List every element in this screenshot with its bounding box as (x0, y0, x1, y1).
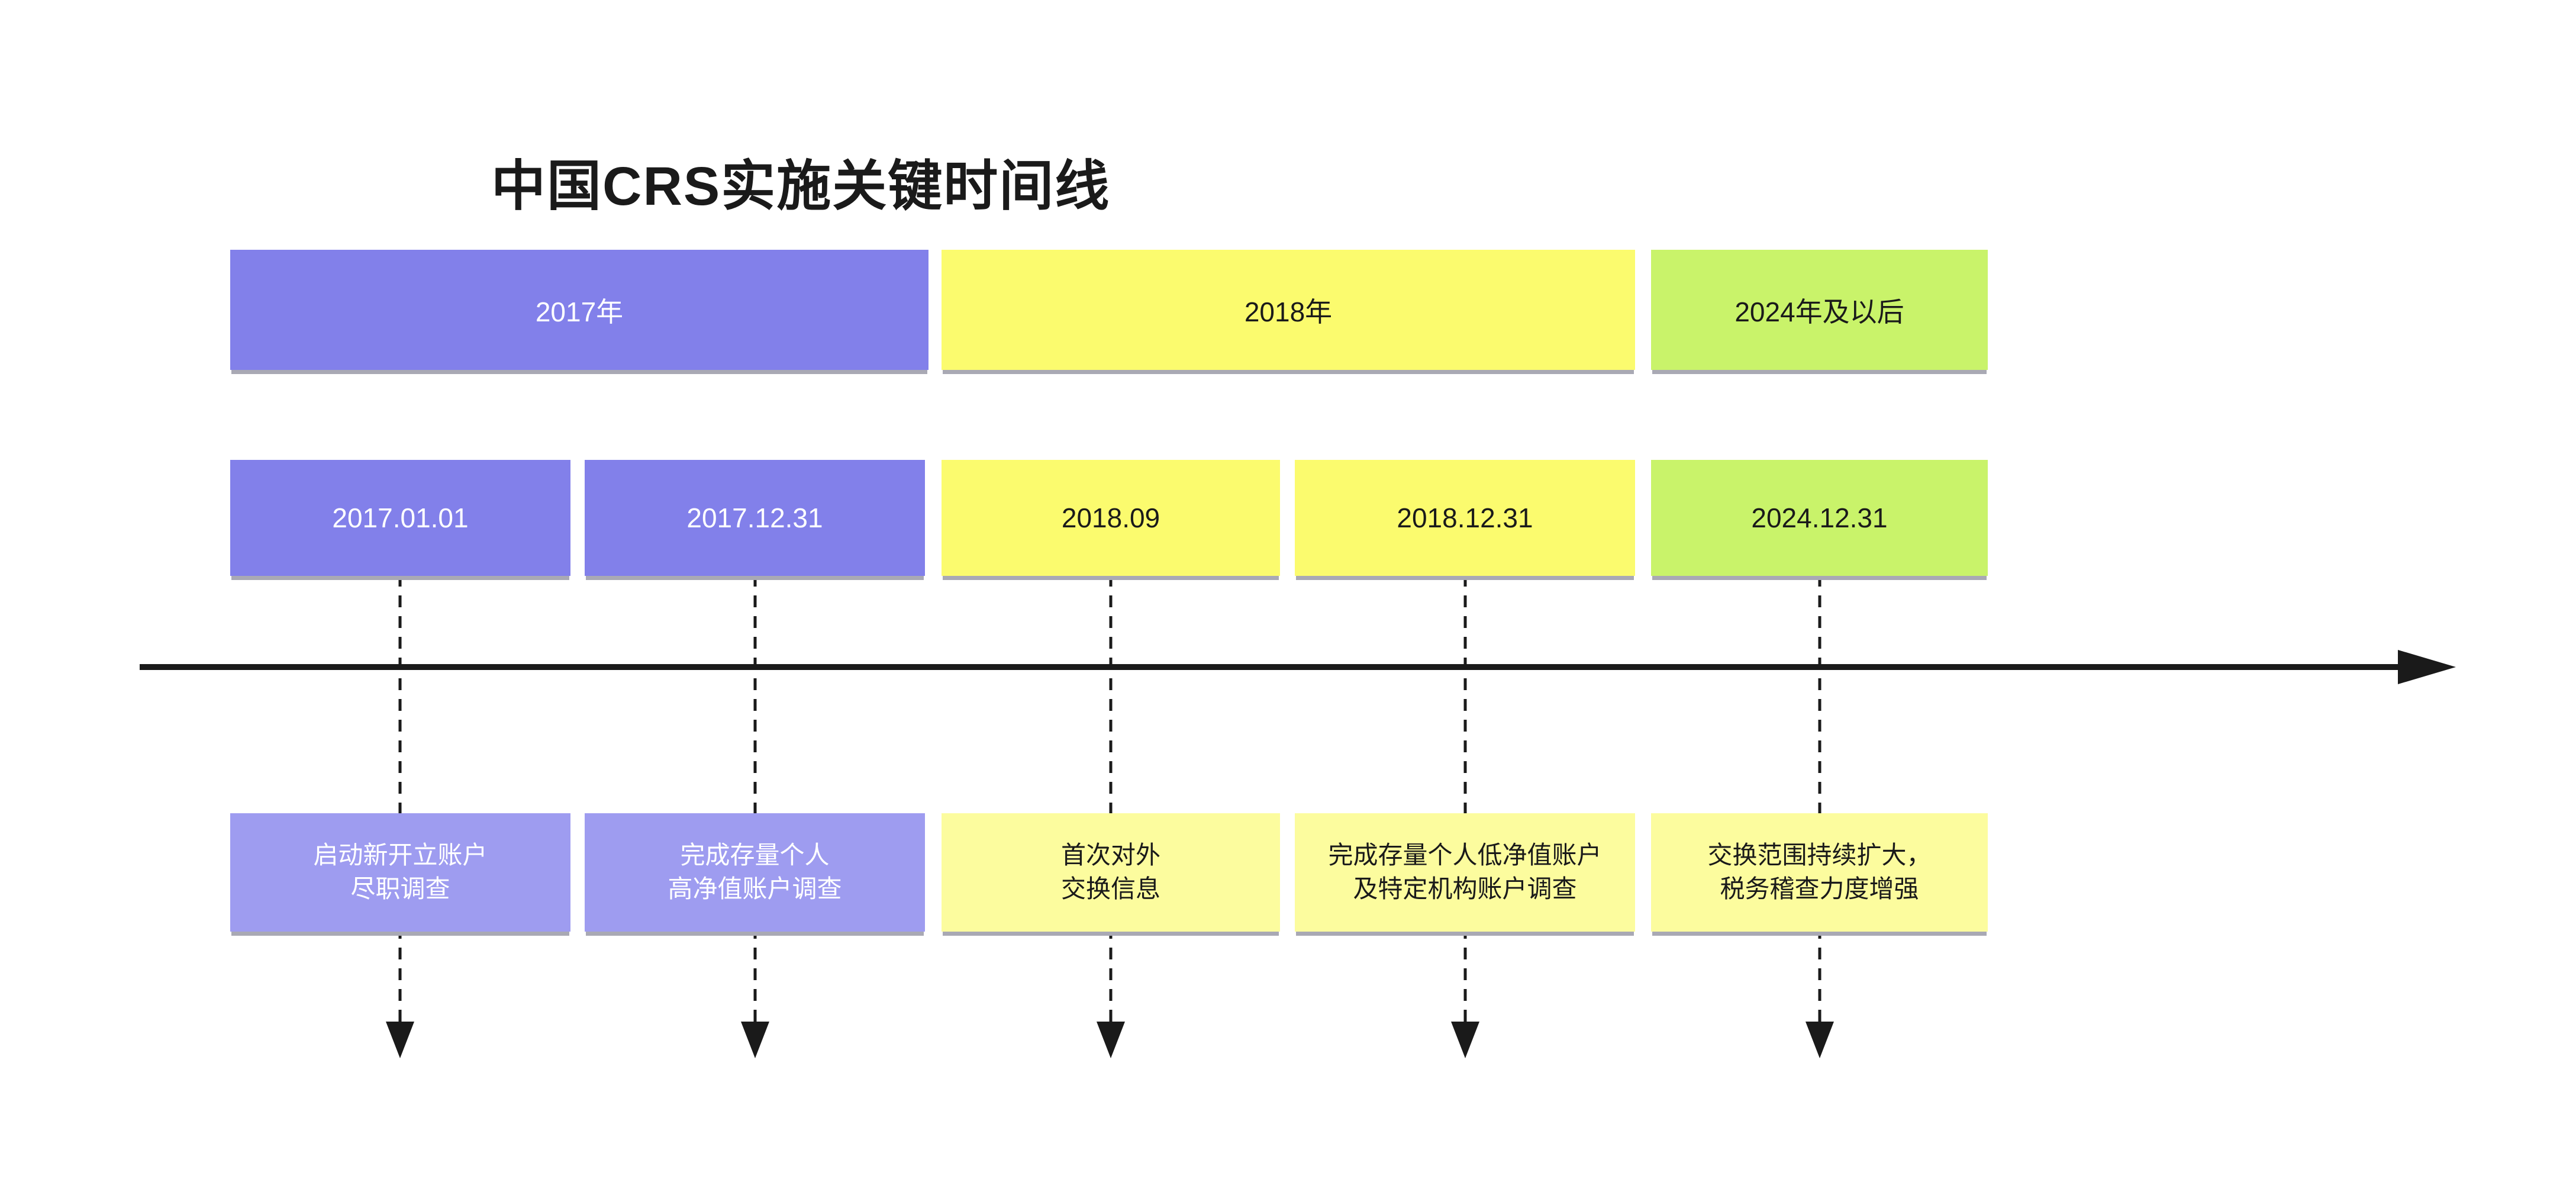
description-box-5: 交换范围持续扩大， 税务稽查力度增强 (1651, 813, 1988, 932)
date-box-2017-12-31: 2017.12.31 (585, 460, 925, 576)
date-label: 2017.01.01 (332, 503, 469, 533)
date-label: 2018.09 (1061, 503, 1160, 533)
dashed-connector-3 (1097, 575, 1125, 1058)
date-label: 2024.12.31 (1751, 503, 1888, 533)
period-label: 2024年及以后 (1734, 296, 1904, 327)
period-bar-2017: 2017年 (230, 250, 928, 370)
down-arrowhead-icon (1451, 1022, 1479, 1058)
description-text: 完成存量个人低净值账户 及特定机构账户调查 (1328, 841, 1602, 903)
page-title: 中国CRS实施关键时间线 (491, 156, 1111, 217)
description-box-1: 启动新开立账户 尽职调查 (230, 813, 570, 932)
description-text: 首次对外 交换信息 (1060, 841, 1160, 903)
dashed-connector-2 (741, 575, 769, 1058)
dashed-connector-1 (386, 575, 414, 1058)
period-bar-2018: 2018年 (942, 250, 1635, 370)
axis-arrowhead-icon (2398, 650, 2456, 684)
period-label: 2018年 (1244, 296, 1333, 327)
date-box-2017-01-01: 2017.01.01 (230, 460, 570, 576)
date-label: 2018.12.31 (1397, 503, 1533, 533)
down-arrowhead-icon (1806, 1022, 1834, 1058)
down-arrowhead-icon (741, 1022, 769, 1058)
date-box-2018-12-31: 2018.12.31 (1295, 460, 1635, 576)
period-bar-2024: 2024年及以后 (1651, 250, 1988, 370)
dashed-connector-5 (1806, 575, 1834, 1058)
description-text: 交换范围持续扩大， 税务稽查力度增强 (1707, 841, 1932, 903)
dashed-connector-4 (1451, 575, 1479, 1058)
date-box-2018-09: 2018.09 (942, 460, 1280, 576)
time-axis (140, 650, 2456, 684)
description-text: 启动新开立账户 尽职调查 (313, 841, 488, 903)
description-box-4: 完成存量个人低净值账户 及特定机构账户调查 (1295, 813, 1635, 932)
period-label: 2017年 (535, 296, 624, 327)
date-box-2024-12-31: 2024.12.31 (1651, 460, 1988, 576)
date-label: 2017.12.31 (686, 503, 823, 533)
description-box-3: 首次对外 交换信息 (942, 813, 1280, 932)
down-arrowhead-icon (1097, 1022, 1125, 1058)
down-arrowhead-icon (386, 1022, 414, 1058)
description-box-2: 完成存量个人 高净值账户调查 (585, 813, 925, 932)
description-text: 完成存量个人 高净值账户调查 (668, 841, 842, 903)
